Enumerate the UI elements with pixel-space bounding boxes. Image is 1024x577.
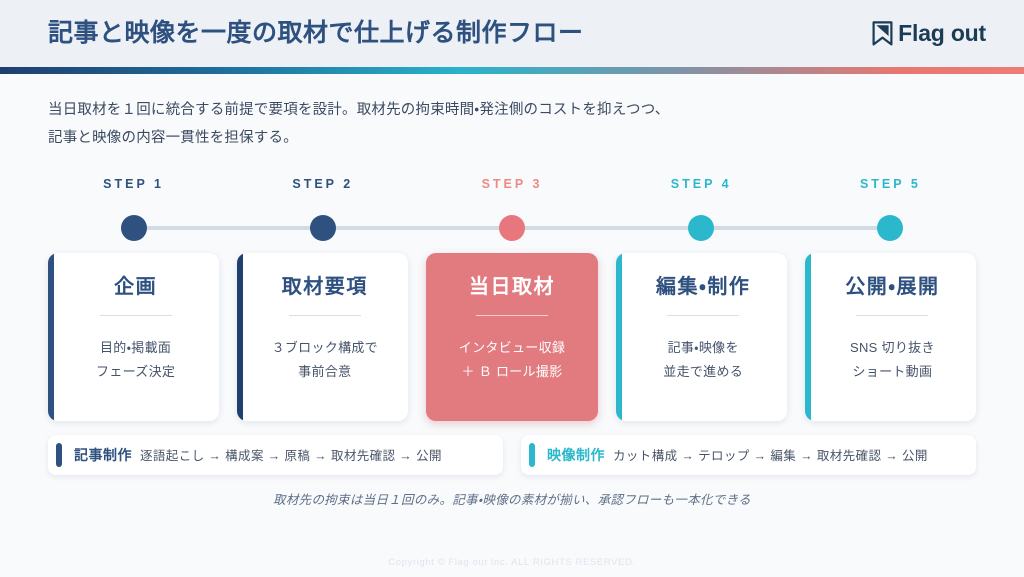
- step-card-row: 企画 目的・掲載面 フェーズ決定 取材要項 ３ブロック構成で 事前合意 当日取材: [48, 252, 976, 421]
- step-card-desc-3: インタビュー収録 ＋ Ｂ ロール撮影: [459, 336, 565, 384]
- footnote: 取材先の拘束は当日１回のみ。記事・映像の素材が揃い、承認フローも一本化できる: [273, 492, 751, 507]
- step-card-desc-5-line-2: ショート動画: [852, 363, 933, 379]
- track-flow-article: 逐語起こし → 構成案 → 原稿 → 取材先確認 → 公開: [140, 449, 442, 464]
- track-flow-video: カット構成 → テロップ → 編集 → 取材先確認 → 公開: [613, 449, 928, 464]
- step-card-3[interactable]: 当日取材 インタビュー収録 ＋ Ｂ ロール撮影: [426, 252, 598, 421]
- lead-line-2: 記事と映像の内容一貫性を担保する。: [48, 130, 298, 147]
- step-card-desc-2-line-1: ３ブロック構成で: [271, 339, 378, 355]
- timeline-dot-wrap-4: [616, 214, 787, 241]
- step-card-title-1: 企画: [114, 275, 158, 298]
- step-card-desc-4-line-1: 記事・映像を: [667, 339, 739, 355]
- step-card-desc-5: SNS 切り抜き ショート動画: [850, 336, 935, 384]
- step-card-accent-5: [804, 252, 811, 421]
- step-card-title-2: 取材要項: [281, 275, 368, 298]
- step-card-desc-4: 記事・映像を 並走で進める: [663, 336, 743, 384]
- step-card-desc-5-line-1: SNS 切り抜き: [850, 339, 935, 355]
- step-label-2: STEP 2: [292, 176, 354, 191]
- timeline-dot-wrap-5: [805, 214, 976, 241]
- step-card-accent-1: [48, 252, 54, 421]
- track-row: 記事制作 逐語起こし → 構成案 → 原稿 → 取材先確認 → 公開 映像制作 …: [48, 434, 976, 475]
- step-card-title-3: 当日取材: [468, 275, 555, 298]
- track-name-video: 映像制作: [547, 446, 605, 463]
- timeline-dot-5: [877, 214, 904, 241]
- timeline-dot-4: [688, 214, 715, 241]
- brand-name: Flag out: [898, 20, 986, 46]
- bookmark-flag-icon: [872, 21, 893, 46]
- step-card-accent-4: [615, 252, 622, 421]
- step-card-rule-4: [667, 314, 740, 316]
- step-label-4: STEP 4: [670, 176, 732, 191]
- page-title: 記事と映像を一度の取材で仕上げる制作フロー: [48, 19, 584, 47]
- step-card-rule-3: [475, 314, 548, 316]
- step-label-5: STEP 5: [859, 176, 921, 191]
- track-name-article: 記事制作: [74, 446, 132, 463]
- lead-paragraph: 当日取材を１回に統合する前提で要項を設計。取材先の拘束時間・発注側のコストを抑え…: [48, 96, 976, 153]
- step-label-row: STEP 1 STEP 2 STEP 3 STEP 4 STEP 5: [48, 177, 976, 199]
- step-card-title-5: 公開・展開: [845, 275, 940, 298]
- step-card-accent-2: [237, 252, 244, 421]
- step-card-1[interactable]: 企画 目的・掲載面 フェーズ決定: [48, 252, 220, 421]
- copyright: Copyright © Flag out Inc. ALL RIGHTS RES…: [388, 557, 636, 568]
- track-accent-article: [56, 442, 62, 467]
- step-card-desc-1: 目的・掲載面 フェーズ決定: [96, 336, 175, 384]
- step-card-desc-1-line-1: 目的・掲載面: [99, 339, 172, 355]
- timeline: [48, 207, 976, 249]
- slide-body: 当日取材を１回に統合する前提で要項を設計。取材先の拘束時間・発注側のコストを抑え…: [0, 74, 1024, 577]
- step-card-desc-1-line-2: フェーズ決定: [96, 363, 176, 379]
- slide-header: 記事と映像を一度の取材で仕上げる制作フロー Flag out: [0, 0, 1024, 67]
- timeline-dot-3: [498, 214, 525, 241]
- step-card-5[interactable]: 公開・展開 SNS 切り抜き ショート動画: [804, 252, 976, 421]
- step-card-desc-2: ３ブロック構成で 事前合意: [272, 336, 378, 384]
- timeline-dot-2: [309, 214, 336, 241]
- track-article[interactable]: 記事制作 逐語起こし → 構成案 → 原稿 → 取材先確認 → 公開: [48, 434, 503, 475]
- step-card-desc-3-line-2: ＋ Ｂ ロール撮影: [461, 363, 563, 379]
- brand-logo: Flag out: [872, 20, 986, 47]
- step-card-rule-5: [856, 314, 929, 316]
- step-card-rule-1: [99, 314, 172, 316]
- step-card-desc-4-line-2: 並走で進める: [663, 363, 744, 379]
- track-video[interactable]: 映像制作 カット構成 → テロップ → 編集 → 取材先確認 → 公開: [521, 434, 976, 475]
- step-card-desc-3-line-1: インタビュー収録: [458, 339, 566, 355]
- track-accent-video: [529, 442, 535, 467]
- step-card-desc-2-line-2: 事前合意: [298, 363, 352, 379]
- step-card-4[interactable]: 編集・制作 記事・映像を 並走で進める: [615, 252, 787, 421]
- timeline-dot-1: [120, 214, 147, 241]
- timeline-dot-wrap-2: [237, 214, 408, 241]
- step-card-2[interactable]: 取材要項 ３ブロック構成で 事前合意: [237, 252, 409, 421]
- step-card-title-4: 編集・制作: [656, 275, 751, 298]
- header-gradient-bar: [0, 67, 1024, 74]
- timeline-dots: [48, 207, 976, 249]
- timeline-dot-wrap-3: [426, 214, 597, 241]
- step-label-1: STEP 1: [103, 176, 165, 191]
- step-label-3: STEP 3: [481, 176, 543, 191]
- step-card-rule-2: [288, 314, 361, 316]
- timeline-dot-wrap-1: [48, 214, 219, 241]
- lead-line-1: 当日取材を１回に統合する前提で要項を設計。取材先の拘束時間・発注側のコストを抑え…: [48, 102, 670, 118]
